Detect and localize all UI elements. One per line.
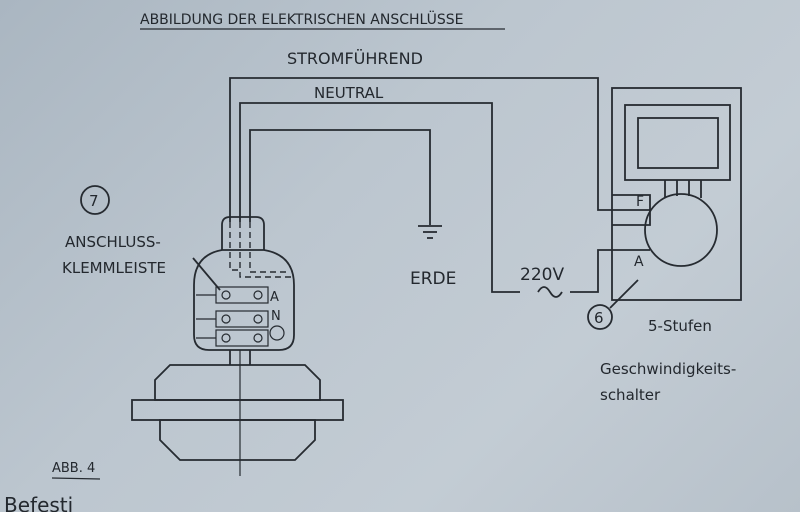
live-label: STROMFÜHREND: [287, 49, 423, 68]
earth-label: ERDE: [410, 269, 456, 289]
ac-source-icon: [537, 286, 563, 298]
terminal-f: F: [636, 194, 644, 210]
callout-6-leader: [609, 279, 639, 309]
diagram-title: ABBILDUNG DER ELEKTRISCHEN ANSCHLÜSSE: [140, 10, 463, 28]
svg-text:A: A: [270, 290, 279, 305]
voltage-label: 220V: [520, 265, 564, 285]
callout-7-circle: [80, 185, 110, 215]
neutral-wire: [239, 102, 520, 293]
svg-text:N: N: [271, 309, 281, 324]
motor: A N: [131, 216, 344, 476]
figure-label-underline: [51, 477, 101, 480]
neutral-label: NEUTRAL: [314, 84, 384, 102]
footer-text: Befesti: [4, 493, 73, 512]
ground-icon: [418, 225, 442, 239]
terminal-label-1: ANSCHLUSS-: [65, 233, 161, 251]
terminal-leader: [192, 257, 221, 291]
terminal-a: A: [634, 254, 644, 270]
callout-7: 7: [89, 192, 99, 210]
callout-6-circle: [587, 304, 613, 330]
callout-6: 6: [594, 309, 604, 327]
switch-desc-2: schalter: [600, 386, 661, 404]
switch-label: 5-Stufen: [648, 317, 712, 335]
switch-desc-1: Geschwindigkeits-: [600, 360, 736, 378]
live-wire: [229, 77, 650, 222]
figure-label: ABB. 4: [52, 461, 95, 476]
earth-wire: [249, 129, 431, 225]
neutral-wire-switch: [570, 249, 650, 293]
terminal-label-2: KLEMMLEISTE: [62, 259, 166, 277]
speed-switch: [611, 87, 742, 301]
